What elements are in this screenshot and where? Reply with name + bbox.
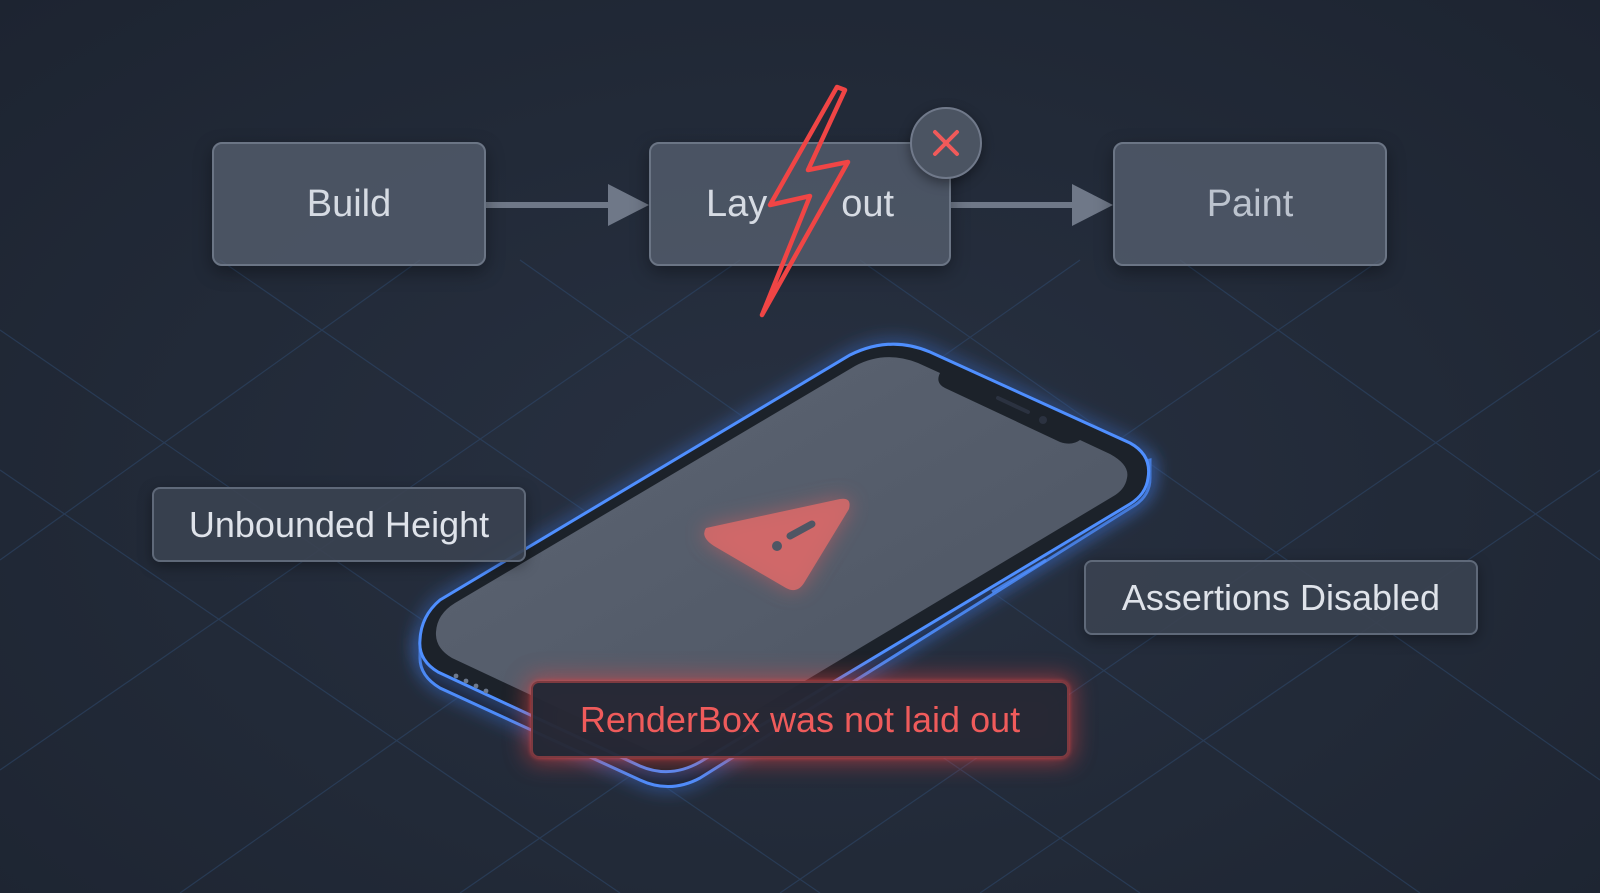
connector-build-layout <box>486 184 649 226</box>
error-badge <box>910 107 982 179</box>
stage-layout-label: Lay out <box>651 183 949 226</box>
stage-layout-label-left: Lay <box>706 183 767 226</box>
callout-error-message-text: RenderBox was not laid out <box>580 699 1020 741</box>
callout-error-message: RenderBox was not laid out <box>531 681 1069 758</box>
close-icon <box>929 126 963 160</box>
callout-unbounded-height: Unbounded Height <box>152 487 526 562</box>
stage-paint-label: Paint <box>1207 183 1294 226</box>
callout-unbounded-height-text: Unbounded Height <box>189 504 489 546</box>
stage-build-label: Build <box>307 183 392 226</box>
stage-layout-label-right: out <box>841 183 894 226</box>
callout-assertions-disabled-text: Assertions Disabled <box>1122 577 1440 619</box>
connector-layout-paint <box>951 184 1113 226</box>
stage-build: Build <box>212 142 486 266</box>
stage-paint: Paint <box>1113 142 1387 266</box>
stage-layout: Lay out <box>649 142 951 266</box>
callout-assertions-disabled: Assertions Disabled <box>1084 560 1478 635</box>
